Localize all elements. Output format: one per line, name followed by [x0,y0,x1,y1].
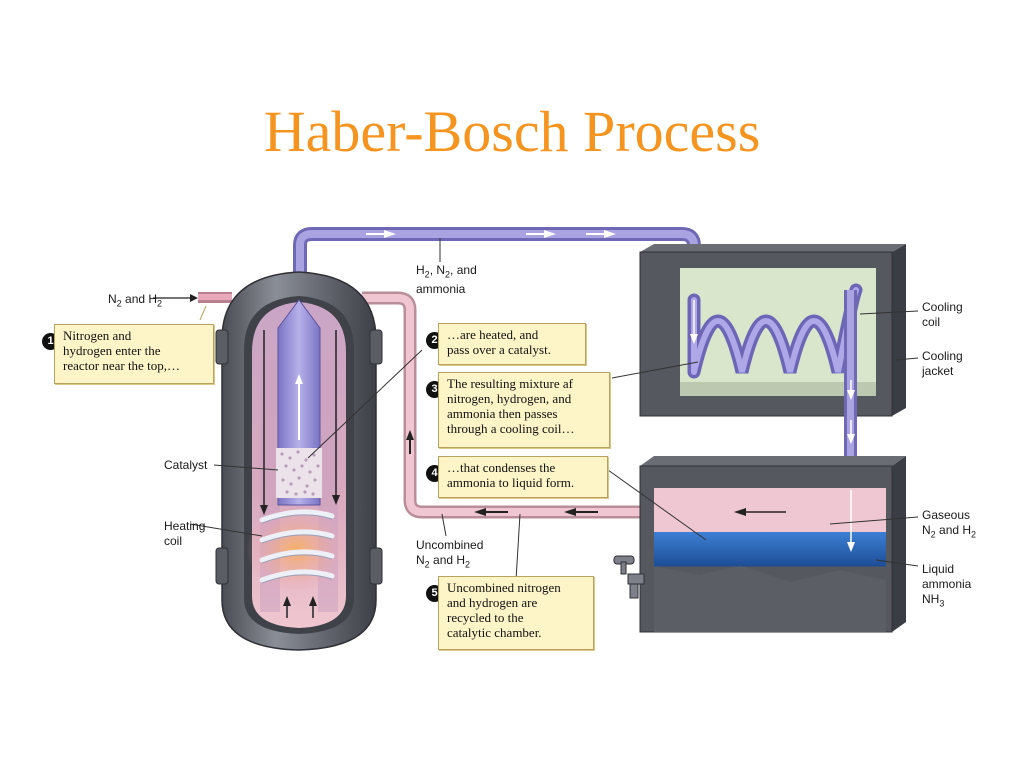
uncombined-gas-label: Uncombined N2 and H2 [416,538,484,570]
page-title: Haber-Bosch Process [263,99,761,164]
catalyst-label: Catalyst [164,458,208,472]
heating-coil [259,509,335,583]
reactor-flow-arrows [260,330,340,618]
step-3-note: The resulting mixture af nitrogen, hydro… [438,372,610,448]
recycle-flow-arrows [406,430,598,516]
reactor-vessel [215,271,383,651]
drain-valve [613,555,645,599]
recycle-pipe [362,291,654,519]
step-4-note: …that condenses the ammonia to liquid fo… [438,456,608,498]
heating-coil-label: Heating coil [164,519,206,548]
mixture-flow-arrows [366,230,616,238]
liquid-ammonia-label: Liquid ammonia NH3 [922,562,972,609]
catalyst-bed [280,450,320,496]
mixture-pipe [293,227,701,290]
separator-tank [613,456,906,633]
step-1-note: Nitrogen and hydrogen enter the reactor … [54,324,214,384]
condensate-pipe [844,290,857,470]
step-5-note: Uncombined nitrogen and hydrogen are rec… [438,576,594,650]
cooling-jacket-label: Cooling jacket [922,349,963,378]
feed-pipe [153,292,232,303]
cooling-unit [639,244,906,417]
step-2-note: …are heated, and pass over a catalyst. [438,323,586,365]
cooling-coil-label: Cooling coil [922,300,963,329]
leader-lines [189,238,919,581]
feed-label: N2 and H2 [108,292,163,309]
gaseous-label: Gaseous N2 and H2 [922,508,977,540]
mixture-pipe-label: H2, N2, and ammonia [416,263,477,297]
